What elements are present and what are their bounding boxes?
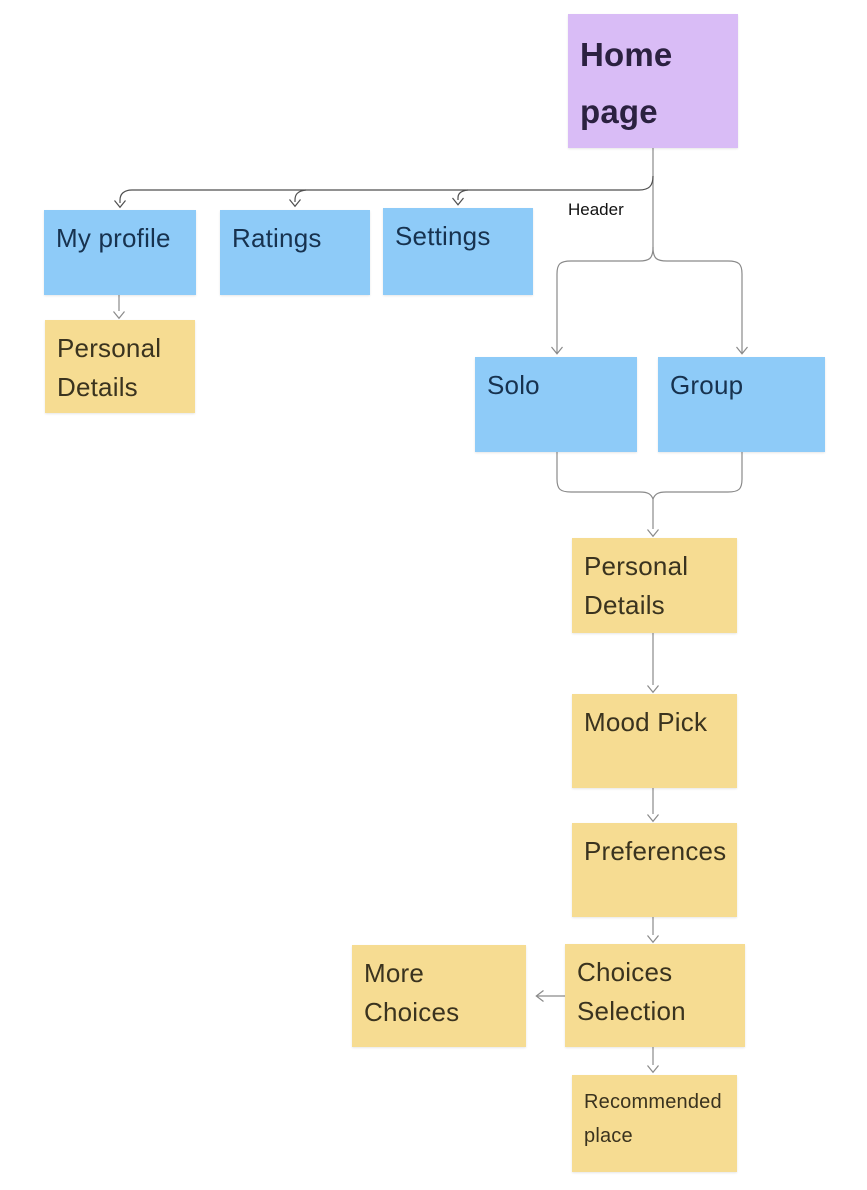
node-label: Choices Selection [577, 957, 686, 1026]
node-home-page[interactable]: Home page [568, 14, 738, 148]
node-recommended-place[interactable]: Recommended place [572, 1075, 737, 1172]
node-label: Personal Details [584, 551, 689, 620]
node-label: Home page [580, 36, 673, 130]
node-label: Personal Details [57, 333, 162, 402]
node-label: More Choices [364, 958, 460, 1027]
node-label: My profile [56, 223, 171, 253]
node-more-choices[interactable]: More Choices [352, 945, 526, 1047]
node-label: Solo [487, 370, 540, 400]
node-label: Ratings [232, 223, 322, 253]
node-solo[interactable]: Solo [475, 357, 637, 452]
node-preferences[interactable]: Preferences [572, 823, 737, 917]
node-mood-pick[interactable]: Mood Pick [572, 694, 737, 788]
node-label: Settings [395, 221, 491, 251]
node-choices-selection[interactable]: Choices Selection [565, 944, 745, 1047]
header-annotation[interactable]: Header [568, 200, 624, 219]
node-personal-details-profile[interactable]: Personal Details [45, 320, 195, 413]
node-label: Preferences [584, 836, 727, 866]
node-label: Group [670, 370, 744, 400]
node-label: Mood Pick [584, 707, 708, 737]
node-ratings[interactable]: Ratings [220, 210, 370, 295]
node-my-profile[interactable]: My profile [44, 210, 196, 295]
node-personal-details-flow[interactable]: Personal Details [572, 538, 737, 633]
node-settings[interactable]: Settings [383, 208, 533, 295]
node-label: Recommended place [584, 1091, 722, 1147]
node-group[interactable]: Group [658, 357, 825, 452]
